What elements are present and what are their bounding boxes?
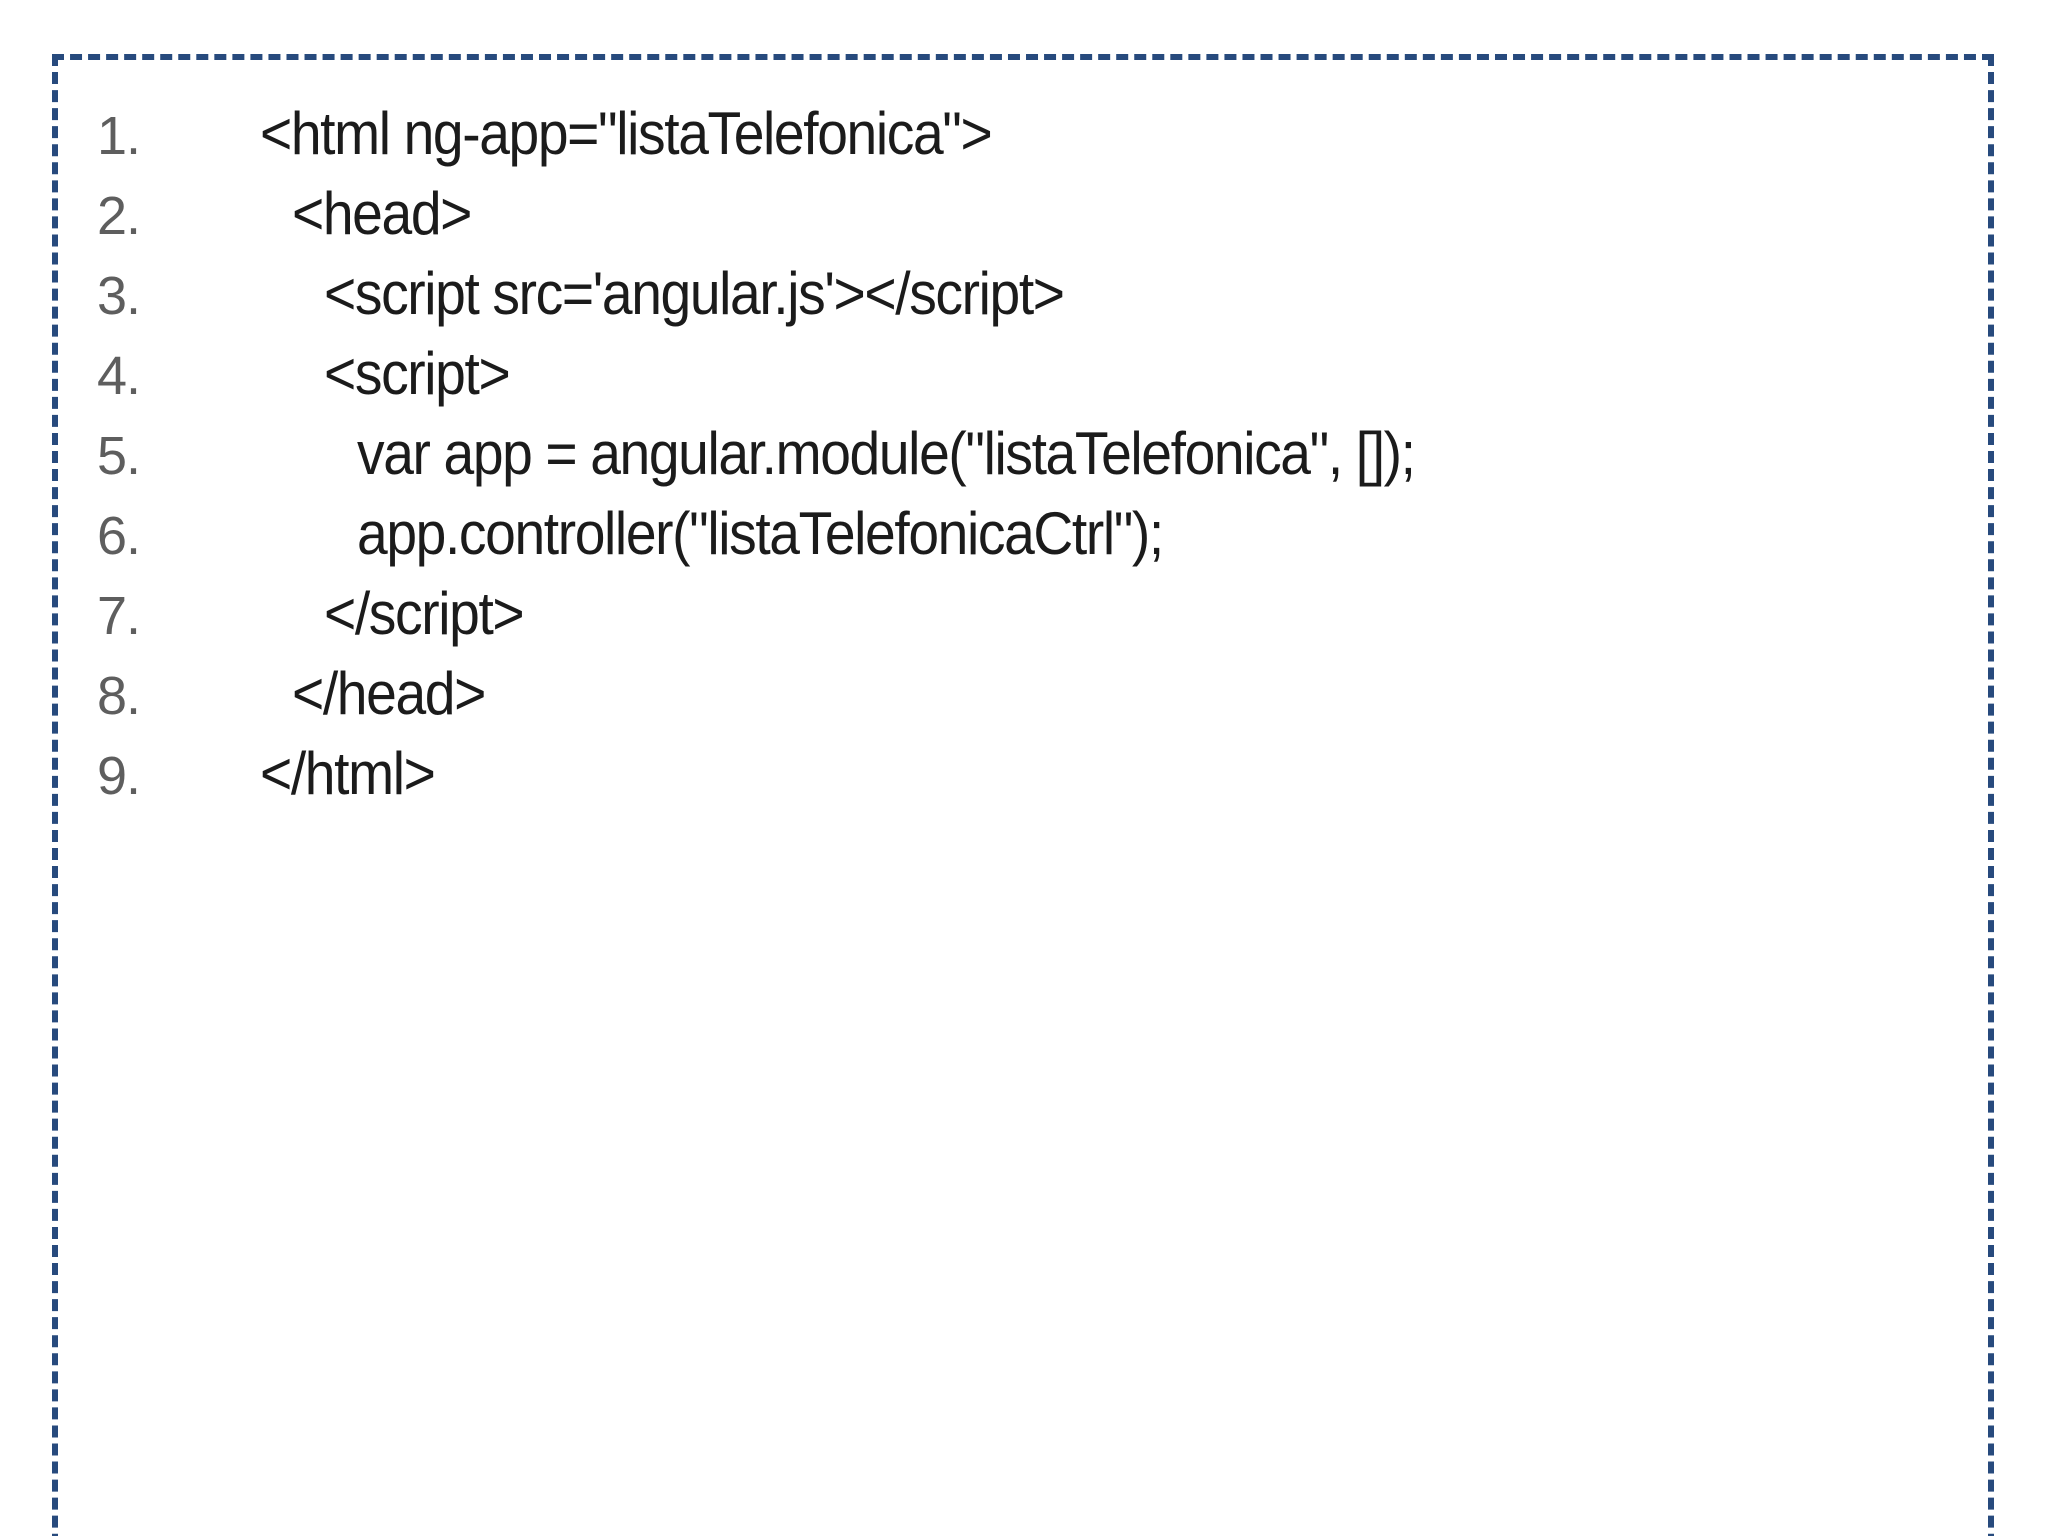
code-line: 8. </head>: [97, 654, 1968, 734]
line-number: 9.: [97, 746, 141, 806]
code-line: 3. <script src='angular.js'></script>: [97, 254, 1968, 334]
line-number: 6.: [97, 506, 141, 566]
code-line: 5. var app = angular.module("listaTelefon…: [97, 414, 1968, 494]
dashed-code-frame: 1. <html ng-app="listaTelefonica"> 2. <head…: [52, 54, 1994, 1536]
code-text: app.controller("listaTelefonicaCtrl");: [357, 500, 1164, 567]
code-line: 9. </html>: [97, 734, 1968, 814]
line-number: 7.: [97, 586, 141, 646]
line-number: 5.: [97, 426, 141, 486]
line-number: 2.: [97, 186, 141, 246]
code-text: <script>: [324, 340, 511, 407]
code-text: </head>: [292, 660, 486, 727]
code-text: <script src='angular.js'></script>: [324, 260, 1065, 327]
code-text: var app = angular.module("listaTelefonic…: [357, 420, 1416, 487]
line-number: 3.: [97, 266, 141, 326]
code-text: </html>: [260, 740, 436, 807]
line-number: 1.: [97, 106, 141, 166]
code-listing: 1. <html ng-app="listaTelefonica"> 2. <head…: [58, 60, 1988, 814]
code-line: 7. </script>: [97, 574, 1968, 654]
line-number: 4.: [97, 346, 141, 406]
code-line: 1. <html ng-app="listaTelefonica">: [97, 94, 1968, 174]
code-line: 4. <script>: [97, 334, 1968, 414]
code-line: 2. <head>: [97, 174, 1968, 254]
code-text: <html ng-app="listaTelefonica">: [260, 100, 993, 167]
line-number: 8.: [97, 666, 141, 726]
code-text: <head>: [292, 180, 472, 247]
code-text: </script>: [324, 580, 525, 647]
code-line: 6. app.controller("listaTelefonicaCtrl");: [97, 494, 1968, 574]
